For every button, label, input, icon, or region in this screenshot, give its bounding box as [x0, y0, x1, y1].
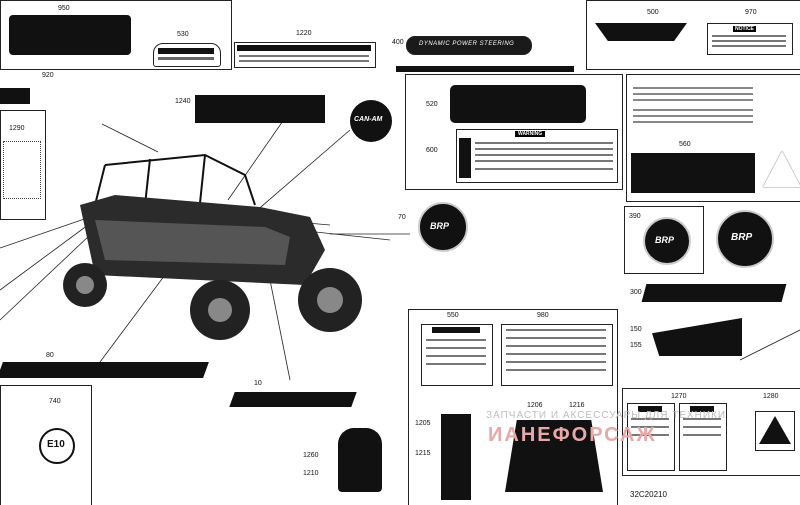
callout-560: 560 — [679, 141, 691, 148]
watermark-text: ЗАПЧАСТИ И АКСЕССУАРЫ ДЛЯ ТЕХНИКИ — [486, 410, 727, 421]
callout-950: 950 — [58, 5, 70, 12]
callout-1240: 1240 — [175, 98, 191, 105]
decal-1270 — [627, 403, 675, 471]
decal-80 — [0, 362, 209, 378]
callout-1290: 1290 — [9, 125, 25, 132]
decal-500 — [595, 23, 687, 41]
decal-1205 — [441, 414, 471, 500]
decal-box-520-600: 520 600 WARNING — [405, 74, 623, 190]
decal-box-950: 950 530 — [0, 0, 232, 70]
callout-1216: 1216 — [569, 402, 585, 409]
decal-box-1270-1280: 1270 1280 — [622, 388, 800, 476]
decal-canam-logo: CAN-AM — [350, 100, 392, 142]
decal-550 — [421, 324, 493, 386]
watermark-logo: ИАНЕФОРСАЖ — [488, 424, 657, 446]
decal-box-560: 560 — [626, 74, 800, 202]
callout-1210: 1210 — [303, 470, 319, 477]
decal-1290 — [3, 141, 41, 199]
callout-390: 390 — [629, 213, 641, 220]
decal-box-550-980: 550 980 1205 1215 1206 1216 — [408, 309, 618, 505]
decal-70-brp: BRP — [418, 202, 468, 252]
decal-1270b — [679, 403, 727, 471]
decal-triangle — [763, 151, 800, 187]
callout-1280: 1280 — [763, 393, 779, 400]
decal-1245 — [396, 66, 574, 72]
callout-1205: 1205 — [415, 420, 431, 427]
callout-970: 970 — [745, 9, 757, 16]
decal-box-390: 390 BRP — [624, 206, 704, 274]
decal-1206 — [505, 420, 603, 492]
callout-400: 400 — [392, 39, 404, 46]
decal-920 — [0, 88, 30, 104]
callout-70: 70 — [398, 214, 406, 221]
callout-150: 150 — [630, 326, 642, 333]
decal-600: WARNING — [456, 129, 618, 183]
vehicle-illustration — [63, 153, 362, 340]
decal-1280-hot-surface — [755, 411, 795, 451]
decal-520 — [450, 85, 586, 123]
decal-950 — [9, 15, 131, 55]
decal-560 — [631, 153, 755, 193]
callout-980: 980 — [537, 312, 549, 319]
callout-300: 300 — [630, 289, 642, 296]
callout-740: 740 — [49, 398, 61, 405]
decal-10 — [229, 392, 357, 407]
callout-520: 520 — [426, 101, 438, 108]
callout-80: 80 — [46, 352, 54, 359]
decal-530 — [153, 43, 221, 67]
decal-1240 — [195, 95, 325, 123]
callout-920: 920 — [42, 72, 54, 79]
decal-970: NOTICE — [707, 23, 793, 55]
callout-1206: 1206 — [527, 402, 543, 409]
decal-box-740: 740 E10 — [0, 385, 92, 505]
callout-600: 600 — [426, 147, 438, 154]
decal-1260 — [338, 428, 382, 492]
decal-740-e10: E10 — [39, 428, 75, 464]
callout-1220: 1220 — [296, 30, 312, 37]
callout-1215: 1215 — [415, 450, 431, 457]
decal-980 — [501, 324, 613, 386]
callout-530: 530 — [177, 31, 189, 38]
callout-1260: 1260 — [303, 452, 319, 459]
decal-box-500-970: 500 970 NOTICE — [586, 0, 800, 70]
diagram-code: 32C20210 — [630, 490, 667, 499]
callout-500: 500 — [647, 9, 659, 16]
callout-10: 10 — [254, 380, 262, 387]
callout-155: 155 — [630, 342, 642, 349]
decal-300 — [641, 284, 787, 302]
callout-1270: 1270 — [671, 393, 687, 400]
decal-400-dps: DYNAMIC POWER STEERING — [406, 36, 532, 55]
decal-390-brp: BRP — [643, 217, 691, 265]
decal-box-1290: 1290 — [0, 110, 46, 220]
callout-550: 550 — [447, 312, 459, 319]
decal-1220 — [234, 42, 376, 68]
decal-390-brp-large: BRP — [716, 210, 774, 268]
